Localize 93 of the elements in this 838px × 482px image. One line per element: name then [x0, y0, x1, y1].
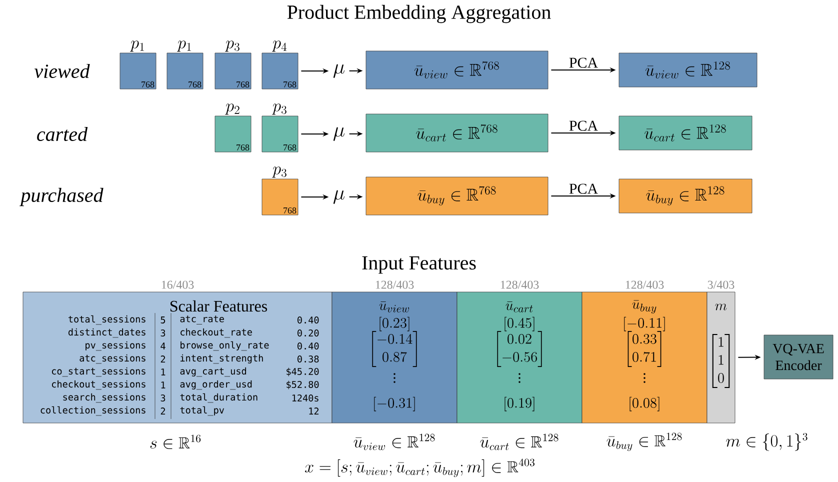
vector-entry: $[0.08]$	[630, 396, 660, 412]
table-cell: 3	[160, 394, 166, 402]
table-cell: total_pv	[180, 406, 224, 416]
row-label: purchased	[20, 188, 104, 206]
table-cell: 5	[160, 316, 166, 324]
vector-box: $\bar{u}_{buy} \in \mathbb{R}^{768}$	[366, 176, 548, 216]
vector-entry: $m$	[715, 304, 727, 310]
dimension-formula: $s \in \mathbb{R}^{16}$	[150, 434, 201, 450]
node-label: $p_{4}$	[272, 40, 287, 52]
vector-entry: $\begin{bmatrix}0.33\\ 0.71\end{bmatrix}$	[628, 331, 662, 367]
vector-entry: $\begin{bmatrix}1\\ 1\\ 0\end{bmatrix}$	[712, 334, 730, 388]
vector-box: $\bar{u}_{view} \in \mathbb{R}^{128}$	[618, 52, 758, 88]
edge-label: PCA	[569, 120, 598, 131]
node-label: $p_{3}$	[272, 104, 286, 115]
vector-entry: $\bar{u}_{cart}$	[506, 302, 533, 312]
table-cell: total_sessions	[68, 315, 146, 325]
embedding-box: 768 $p_{1}$	[166, 40, 204, 90]
table-cell: 2	[160, 408, 166, 414]
vector-entry: $\vdots$	[394, 373, 396, 383]
dimension-label: 16/403	[162, 280, 194, 289]
table-cell: 1	[161, 368, 166, 376]
dimension-formula: $\bar{u}_{buy} \in \mathbb{R}^{128}$	[606, 432, 682, 452]
vector-entry: $\begin{bmatrix}0.02\\ -0.56\end{bmatrix}$	[497, 331, 542, 367]
table-cell: atc_rate	[180, 316, 224, 324]
table-cell: 2	[160, 356, 166, 362]
table-cell: 4	[160, 342, 166, 350]
table-cell: avg_cart_usd	[180, 367, 246, 377]
embedding-box: 768 $p_{2}$	[214, 104, 252, 152]
table-cell: search_sessions	[63, 393, 146, 403]
table-cell: co_start_sessions	[52, 367, 146, 377]
table-cell: atc_sessions	[80, 354, 146, 364]
table-cell: checkout_rate	[180, 328, 252, 338]
table-cell: total_duration	[180, 393, 258, 403]
dimension-formula: $\bar{u}_{view} \in \mathbb{R}^{128}$	[354, 434, 435, 450]
vector-box: $\bar{u}_{cart} \in \mathbb{R}^{128}$	[618, 116, 752, 150]
table-cell: 1	[161, 382, 166, 388]
table-cell: $52.80	[286, 380, 319, 390]
vector-box: $\bar{u}_{buy} \in \mathbb{R}^{128}$	[618, 178, 752, 214]
vector-entry: $[0.19]$	[504, 396, 534, 412]
dimension-label: 128/403	[376, 280, 414, 289]
table-cell: 0.20	[298, 330, 319, 337]
dimension-formula: $\bar{u}_{cart} \in \mathbb{R}^{128}$	[480, 434, 558, 450]
vector-entry: $\begin{bmatrix}-0.14\\ 0.87\end{bmatrix}$	[372, 331, 417, 367]
table-cell: 0.38	[298, 356, 319, 363]
embedding-box: 768 $p_{3}$	[262, 104, 298, 152]
table-cell: 12	[309, 408, 319, 414]
formula: $x = [s; \bar{u}_{view}; \bar{u}_{cart}; \bar{u}_{buy}; m] \in \mathbb{R}^{403}$	[305, 458, 535, 478]
mean-symbol: $\mu$	[333, 127, 344, 141]
edge-label: PCA	[569, 58, 598, 68]
embedding-box: 768 $p_{4}$	[262, 40, 298, 90]
dimension-formula: $m \in \{0,1\}^{3}$	[726, 432, 808, 451]
node-label: $p_{2}$	[225, 104, 240, 115]
panel-heading: Scalar Features	[170, 300, 268, 312]
vector-entry: $\bar{u}_{view}$	[379, 302, 410, 312]
node-label: $p_{3}$	[272, 166, 286, 178]
embedding-box: 768 $p_{3}$	[262, 166, 298, 216]
dimension-label: 128/403	[626, 280, 664, 289]
table-cell: avg_order_usd	[180, 380, 252, 390]
section-title: Input Features	[362, 256, 476, 274]
row-label: viewed	[34, 64, 90, 78]
vector-entry: $[-0.11]$	[624, 316, 665, 332]
vector-entry: $\vdots$	[518, 373, 520, 383]
node-label: $p_{1}$	[177, 40, 191, 52]
vector-entry: $[-0.31]$	[374, 396, 415, 412]
mean-symbol: $\mu$	[333, 190, 344, 204]
table-cell: distinct_dates	[68, 328, 146, 338]
table-cell: 0.40	[298, 316, 319, 324]
mean-symbol: $\mu$	[333, 64, 344, 78]
embedding-box: 768 $p_{1}$	[120, 40, 156, 90]
table-cell: 1240s	[292, 394, 318, 402]
node-label: $p_{1}$	[130, 40, 144, 52]
title: Product Embedding Aggregation	[287, 4, 551, 24]
vector-entry: $[0.23]$	[380, 316, 410, 332]
vector-box: $\bar{u}_{view} \in \mathbb{R}^{768}$	[366, 50, 548, 90]
vector-entry: $[0.45]$	[504, 316, 534, 332]
edge-label: PCA	[569, 184, 598, 194]
table-cell: intent_strength	[180, 354, 263, 364]
encoder-box: VQ-VAE Encoder	[764, 334, 834, 380]
dimension-label: 3/403	[708, 280, 734, 289]
table-cell: 3	[160, 330, 166, 337]
embedding-box: 768 $p_{3}$	[214, 40, 252, 90]
table-cell: collection_sessions	[40, 406, 146, 416]
vector-entry: $\bar{u}_{buy}$	[632, 300, 656, 314]
table-cell: checkout_sessions	[52, 380, 146, 390]
node-label: $p_{3}$	[225, 40, 240, 52]
vector-entry: $\vdots$	[644, 373, 646, 383]
table-cell: $45.20	[286, 368, 319, 376]
vector-box: $\bar{u}_{cart} \in \mathbb{R}^{768}$	[366, 114, 548, 152]
table-cell: browse_only_rate	[180, 341, 269, 351]
row-label: carted	[37, 126, 88, 142]
dimension-label: 128/403	[500, 280, 539, 289]
table-cell: 0.40	[298, 342, 319, 350]
table-cell: pv_sessions	[86, 341, 146, 351]
